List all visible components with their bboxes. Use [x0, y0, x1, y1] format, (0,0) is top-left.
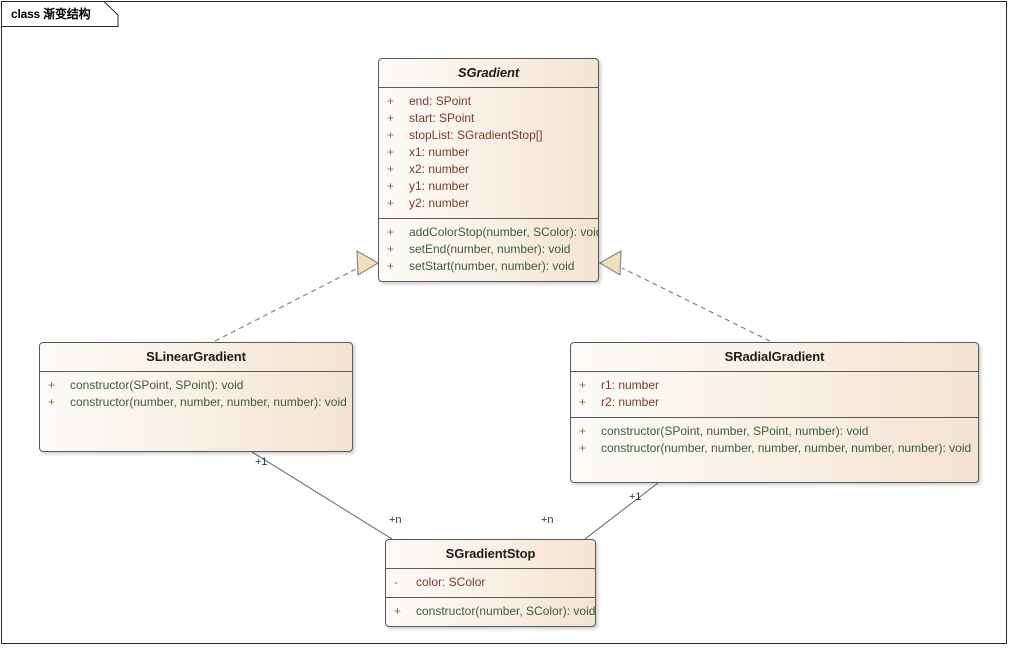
visibility-marker: + [387, 242, 395, 256]
visibility-marker: + [387, 162, 395, 176]
attribute-row: + y2: number [379, 195, 598, 212]
method-row: + constructor(SPoint, SPoint): void [40, 377, 352, 394]
attribute-label: end: SPoint [409, 94, 472, 108]
method-label: setEnd(number, number): void [409, 242, 571, 256]
attribute-row: + r2: number [571, 394, 978, 411]
multiplicity-radial-many: +n [541, 514, 554, 526]
uml-class-sradialgradient[interactable]: SRadialGradient + r1: number + r2: numbe… [570, 342, 979, 483]
visibility-marker: + [579, 378, 587, 392]
attribute-row: + end: SPoint [379, 93, 598, 110]
attribute-label: y2: number [409, 196, 470, 210]
methods-compartment-slineargradient: + constructor(SPoint, SPoint): void + co… [40, 371, 352, 417]
attributes-compartment-sgradient: + end: SPoint + start: SPoint + stopList… [379, 87, 598, 218]
attribute-row: + r1: number [571, 377, 978, 394]
attribute-row: + y1: number [379, 178, 598, 195]
visibility-marker: + [387, 111, 395, 125]
frame-title-label: class 渐变结构 [11, 7, 91, 21]
visibility-marker: + [48, 395, 56, 409]
methods-compartment-sradialgradient: + constructor(SPoint, number, SPoint, nu… [571, 417, 978, 463]
method-row: + setEnd(number, number): void [379, 241, 598, 258]
uml-class-sgradient[interactable]: SGradient + end: SPoint + start: SPoint … [378, 58, 599, 282]
visibility-marker: + [387, 145, 395, 159]
class-name-sgradientstop: SGradientStop [445, 546, 536, 561]
visibility-marker: + [387, 94, 395, 108]
attributes-compartment-sradialgradient: + r1: number + r2: number [571, 371, 978, 417]
method-label: constructor(number, number, number, numb… [601, 441, 972, 455]
visibility-marker: + [579, 395, 587, 409]
attribute-row: - color: SColor [386, 574, 595, 591]
frame-title-tab-shape [1, 1, 119, 27]
uml-class-slineargradient[interactable]: SLinearGradient + constructor(SPoint, SP… [39, 342, 353, 452]
method-label: constructor(SPoint, SPoint): void [70, 378, 244, 392]
multiplicity-radial-one: +1 [629, 491, 642, 503]
uml-class-sgradientstop[interactable]: SGradientStop - color: SColor + construc… [385, 539, 596, 627]
method-row: + constructor(number, number, number, nu… [40, 394, 352, 411]
class-name-slineargradient: SLinearGradient [146, 349, 246, 364]
method-label: constructor(SPoint, number, SPoint, numb… [601, 424, 869, 438]
attribute-row: + x2: number [379, 161, 598, 178]
visibility-marker: + [579, 441, 587, 455]
method-label: constructor(number, number, number, numb… [70, 395, 347, 409]
class-name-sradialgradient: SRadialGradient [724, 349, 825, 364]
visibility-marker: + [387, 128, 395, 142]
visibility-marker: + [387, 179, 395, 193]
multiplicity-linear-many: +n [389, 514, 402, 526]
visibility-marker: + [387, 196, 395, 210]
method-label: constructor(number, SColor): void [416, 604, 596, 618]
attribute-row: + start: SPoint [379, 110, 598, 127]
attribute-label: start: SPoint [409, 111, 475, 125]
attribute-label: r1: number [601, 378, 660, 392]
method-label: setStart(number, number): void [409, 259, 575, 273]
visibility-marker: + [394, 604, 402, 618]
method-row: + constructor(number, number, number, nu… [571, 440, 978, 457]
attribute-label: x1: number [409, 145, 470, 159]
attribute-label: r2: number [601, 395, 660, 409]
visibility-marker: + [48, 378, 56, 392]
method-row: + constructor(SPoint, number, SPoint, nu… [571, 423, 978, 440]
method-label: addColorStop(number, SColor): void [409, 225, 599, 239]
attribute-row: + x1: number [379, 144, 598, 161]
attribute-label: y1: number [409, 179, 470, 193]
attribute-label: x2: number [409, 162, 470, 176]
method-row: + addColorStop(number, SColor): void [379, 224, 598, 241]
methods-compartment-sgradient: + addColorStop(number, SColor): void + s… [379, 218, 598, 281]
methods-compartment-sgradientstop: + constructor(number, SColor): void [386, 597, 595, 626]
method-row: + setStart(number, number): void [379, 258, 598, 275]
visibility-marker: + [579, 424, 587, 438]
visibility-marker: + [387, 259, 395, 273]
visibility-marker: - [394, 575, 398, 589]
attribute-label: stopList: SGradientStop[] [409, 128, 543, 142]
method-row: + constructor(number, SColor): void [386, 603, 595, 620]
class-name-sgradient: SGradient [457, 65, 520, 80]
multiplicity-linear-one: +1 [255, 456, 268, 468]
visibility-marker: + [387, 225, 395, 239]
attribute-label: color: SColor [416, 575, 486, 589]
attributes-compartment-sgradientstop: - color: SColor [386, 568, 595, 597]
attribute-row: + stopList: SGradientStop[] [379, 127, 598, 144]
